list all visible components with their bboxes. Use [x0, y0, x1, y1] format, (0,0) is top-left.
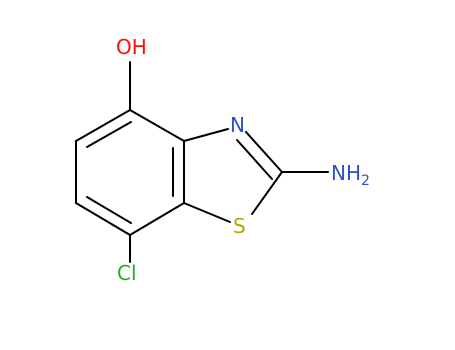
hydroxyl-label: OH [116, 37, 147, 57]
bond-c4-c5-inner [86, 121, 132, 148]
chlorine-symbol: Cl [117, 261, 137, 285]
thiazole-nitrogen-label: N [230, 115, 245, 135]
bond-c3a-n [183, 128, 229, 142]
nitrogen-symbol: N [230, 113, 245, 137]
amino-symbol: NH [331, 161, 361, 185]
amino-label: NH2 [331, 161, 370, 188]
amino-subscript: 2 [361, 173, 370, 189]
bond-n-c2-b [236, 139, 273, 180]
sulfur-symbol: S [233, 214, 246, 238]
sulfur-label: S [233, 216, 246, 236]
bond-c4-c5 [75, 109, 131, 142]
bond-s-c7a [183, 202, 231, 223]
hydroxyl-symbol: OH [116, 35, 147, 59]
bond-c3a-c4 [129, 109, 185, 142]
bond-c7-c7a [129, 202, 185, 236]
bond-n-c2-a [245, 131, 283, 173]
bond-c6-c7-inner [86, 196, 132, 224]
bond-c2-s [251, 171, 283, 215]
bond-c6-c7 [75, 202, 131, 236]
chlorine-label: Cl [117, 263, 137, 283]
